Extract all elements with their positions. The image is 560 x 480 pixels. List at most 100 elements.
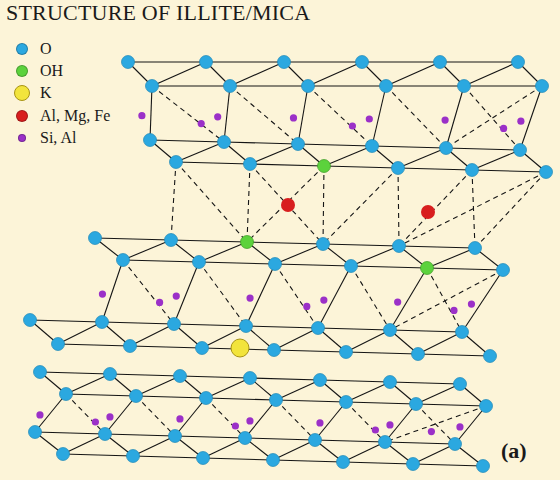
oxygen-atom	[309, 434, 322, 447]
bond-line	[315, 440, 385, 442]
legend-swatch	[16, 110, 28, 122]
bond-line	[318, 328, 390, 330]
oxygen-atom	[24, 314, 37, 327]
oxygen-atom	[380, 80, 393, 93]
tetrahedral-cation	[246, 295, 253, 302]
bond-line	[105, 434, 175, 436]
oxygen-atom	[174, 370, 187, 383]
oxygen-atom	[200, 392, 213, 405]
oxygen-atom	[345, 260, 358, 273]
bond-line	[66, 374, 110, 394]
oxygen-atom	[337, 456, 350, 469]
oxygen-atom	[466, 164, 479, 177]
oxygen-atom	[200, 56, 213, 69]
bond-line	[346, 402, 385, 442]
atoms	[24, 56, 553, 473]
bond-line	[446, 86, 464, 148]
oxygen-atom	[456, 326, 469, 339]
bond-line	[385, 442, 455, 444]
bond-line	[475, 172, 546, 248]
bond-line	[130, 324, 174, 346]
bond-line	[230, 86, 298, 144]
oxygen-atom	[412, 348, 425, 361]
bond-line	[206, 398, 276, 400]
oxygen-atom	[197, 452, 210, 465]
oxygen-atom	[410, 398, 423, 411]
legend-text: OH	[40, 62, 63, 80]
hydroxyl-group	[421, 262, 434, 275]
tetrahedral-cation	[246, 417, 253, 424]
bond-line	[123, 260, 174, 324]
bond-line	[150, 140, 224, 142]
bond-line	[343, 462, 413, 464]
oxygen-atom	[244, 372, 257, 385]
tetrahedral-cation	[99, 291, 106, 298]
bond-line	[247, 166, 324, 242]
oxygen-atom	[434, 56, 447, 69]
bond-line	[464, 62, 518, 86]
oxygen-atom	[60, 388, 73, 401]
bond-line	[30, 320, 102, 322]
bond-line	[273, 440, 315, 460]
title-holder: STRUCTURE OF ILLITE/MICA	[6, 0, 310, 26]
oxygen-atom	[314, 374, 327, 387]
oxygen-atom	[366, 140, 379, 153]
oxygen-atom	[170, 156, 183, 169]
oxygen-atom	[312, 322, 325, 335]
bond-line	[413, 444, 455, 464]
bond-line	[472, 170, 546, 172]
bond-line	[273, 460, 343, 462]
bond-line	[102, 260, 123, 322]
bond-line	[176, 162, 250, 164]
bond-line	[455, 406, 486, 444]
octahedral-cation	[281, 198, 295, 212]
bond-line	[427, 268, 462, 332]
tetrahedral-cation	[92, 418, 99, 425]
tetrahedral-cation	[500, 125, 507, 132]
oxygen-atom	[480, 400, 493, 413]
bond-line	[171, 162, 176, 240]
bond-line	[372, 86, 386, 146]
bond-line	[230, 62, 284, 86]
bond-line	[58, 344, 130, 346]
oxygen-atom	[340, 346, 353, 359]
legend-swatch	[18, 134, 26, 142]
tetrahedral-cation	[394, 299, 401, 306]
bond-line	[247, 242, 323, 244]
bond-line	[63, 434, 105, 454]
bond-line	[199, 262, 275, 264]
bond-line	[275, 264, 351, 266]
bond-line	[362, 61, 440, 62]
bond-line	[128, 61, 206, 62]
bond-line	[250, 164, 324, 166]
oxygen-atom	[540, 166, 553, 179]
bond-line	[66, 394, 136, 396]
legend-text: K	[40, 84, 52, 102]
oxygen-atom	[89, 232, 102, 245]
bond-line	[372, 146, 446, 148]
bond-line	[199, 262, 246, 326]
oxygen-atom	[218, 136, 231, 149]
tetrahedral-cation	[442, 117, 449, 124]
oxygen-atom	[168, 318, 181, 331]
oxygen-atom	[29, 426, 42, 439]
bond-line	[427, 248, 475, 268]
hydroxyl-group	[241, 236, 254, 249]
label-holder: (a)	[498, 438, 530, 464]
bond-line	[324, 146, 372, 166]
legend-swatch	[16, 43, 28, 55]
tetrahedral-cation	[456, 423, 463, 430]
bond-line	[180, 376, 250, 378]
bond-line	[324, 166, 398, 168]
bond-line	[246, 326, 318, 328]
tetrahedral-cation	[232, 422, 239, 429]
bond-line	[203, 438, 245, 458]
bond-line	[346, 382, 390, 402]
oxygen-atom	[52, 338, 65, 351]
legend-row: OH	[8, 62, 66, 80]
bond-line	[399, 246, 475, 248]
tetrahedral-cation	[290, 114, 297, 121]
oxygen-atom	[270, 394, 283, 407]
oxygen-atom	[224, 80, 237, 93]
bond-line	[308, 86, 372, 146]
